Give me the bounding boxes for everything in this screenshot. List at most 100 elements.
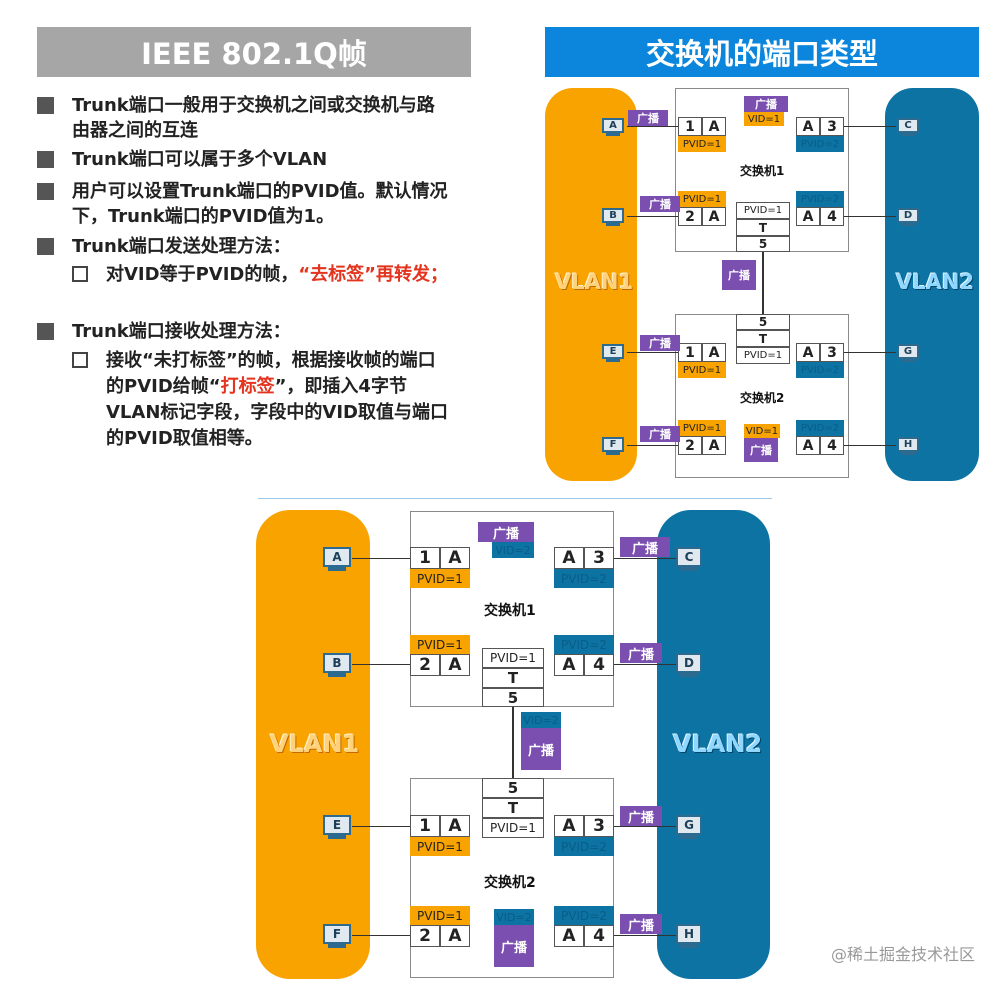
- switch1-label-small: 交换机1: [740, 164, 785, 178]
- port-4a-small: A: [796, 207, 820, 226]
- monitor-stand: [680, 944, 698, 948]
- port-1a: A: [440, 547, 470, 569]
- broadcast-arrow-icon: 广播: [640, 426, 680, 442]
- broadcast-arrow-icon: 广播: [620, 643, 662, 663]
- bullet-text-1b: 由器之间的互连: [72, 120, 198, 141]
- vlan1-label: VLAN1: [270, 730, 360, 758]
- host-h: H: [676, 924, 702, 948]
- host-f: F: [323, 924, 351, 948]
- bullet-square: [37, 97, 54, 114]
- monitor-icon: B: [602, 208, 624, 223]
- pvid-port4: PVID=2: [554, 635, 614, 654]
- monitor-icon: B: [323, 653, 351, 673]
- port-3a-s2: A: [554, 815, 584, 837]
- vlan1-area: [256, 510, 370, 979]
- monitor-icon: A: [602, 118, 624, 133]
- port5-pvid: PVID=1: [482, 648, 544, 668]
- sub-text-send: 对VID等于PVID的帧，“去标签”再转发；: [106, 264, 449, 285]
- bullet-square: [37, 323, 54, 340]
- section-divider: [258, 498, 772, 499]
- host-e: E: [323, 815, 351, 839]
- monitor-stand: [606, 223, 620, 226]
- broadcast-arrow-icon: 广播: [640, 335, 680, 351]
- port-1-small: 1: [678, 117, 702, 136]
- monitor-stand: [328, 567, 346, 571]
- port-1: 1: [410, 547, 440, 569]
- link-e: [352, 826, 410, 827]
- trunk-link-small: [762, 252, 764, 314]
- monitor-stand: [680, 835, 698, 839]
- switch1-label: 交换机1: [484, 603, 536, 619]
- bullet-text-2: Trunk端口可以属于多个VLAN: [72, 149, 328, 170]
- pvid-port4-small: PVID=2: [796, 191, 844, 207]
- vid-tag-small: VID=1: [744, 424, 780, 438]
- broadcast-arrow-icon: 广播: [521, 728, 561, 770]
- host-e-small: E: [602, 344, 624, 362]
- broadcast-arrow-icon: 广播: [640, 196, 680, 212]
- link-h: [614, 935, 676, 936]
- host-b: B: [323, 653, 351, 677]
- pvid-port3-small: PVID=2: [796, 136, 844, 152]
- port-1a-s2-small: A: [702, 343, 726, 362]
- link-c: [614, 558, 676, 559]
- pvid-port3-s2-small: PVID=2: [796, 362, 844, 378]
- port5-pvid-s2-small: PVID=1: [736, 347, 790, 364]
- port-1-s2-small: 1: [678, 343, 702, 362]
- link-a: [352, 558, 410, 559]
- monitor-stand: [606, 133, 620, 136]
- monitor-icon: G: [897, 344, 919, 359]
- broadcast-arrow-icon: 广播: [628, 110, 668, 126]
- vid-tag: VID=2: [521, 712, 561, 728]
- monitor-stand: [328, 673, 346, 677]
- sub-bullet-box: [72, 352, 88, 368]
- pvid-port2: PVID=1: [410, 635, 470, 654]
- link-f: [352, 935, 410, 936]
- host-d-small: D: [897, 208, 919, 226]
- port5-t-s2-small: T: [736, 330, 790, 347]
- monitor-icon: E: [323, 815, 351, 835]
- port-2-small: 2: [678, 207, 702, 226]
- switch2-label: 交换机2: [484, 875, 536, 891]
- host-c-small: C: [897, 118, 919, 136]
- sub-text-recv-4: 的PVID取值相等。: [106, 428, 263, 449]
- broadcast-arrow-icon: 广播: [494, 925, 534, 967]
- monitor-icon: C: [676, 547, 702, 567]
- monitor-stand: [901, 359, 915, 362]
- vlan1-label-small: VLAN1: [555, 270, 634, 294]
- bullet-square: [37, 183, 54, 200]
- bullet-square: [37, 151, 54, 168]
- bullet-text-5: Trunk端口接收处理方法：: [72, 321, 291, 342]
- port5-t-small: T: [736, 219, 790, 236]
- vlan2-area-small: [885, 88, 979, 481]
- link-d: [614, 664, 676, 665]
- vid-tag: VID=2: [492, 542, 534, 558]
- port-2: 2: [410, 654, 440, 676]
- port-3a-s2-small: A: [796, 343, 820, 362]
- port5-pvid-s2: PVID=1: [482, 818, 544, 838]
- port-1-s2: 1: [410, 815, 440, 837]
- monitor-icon: D: [676, 653, 702, 673]
- port5-num-small: 5: [736, 236, 790, 252]
- host-a: A: [323, 547, 351, 571]
- port5-num-s2: 5: [482, 778, 544, 798]
- port-4a: A: [554, 654, 584, 676]
- port5-t: T: [482, 668, 544, 688]
- pvid-port1: PVID=1: [410, 569, 470, 588]
- broadcast-arrow-icon: 广播: [722, 260, 756, 290]
- sub-text-recv-1: 接收“未打标签”的帧，根据接收帧的端口: [106, 350, 436, 371]
- vlan2-label: VLAN2: [673, 730, 763, 758]
- port-3-small: 3: [820, 117, 844, 136]
- pvid-port2-small: PVID=1: [678, 191, 726, 207]
- broadcast-arrow-icon: 广播: [744, 438, 778, 462]
- monitor-icon: E: [602, 344, 624, 359]
- sub-text-recv-2: 的PVID给帧“打标签”，即插入4字节: [106, 376, 407, 397]
- link-c-small: [844, 126, 896, 127]
- port-2-s2: 2: [410, 925, 440, 947]
- host-g: G: [676, 815, 702, 839]
- host-f-small: F: [602, 437, 624, 455]
- monitor-stand: [680, 567, 698, 571]
- port5-t-s2: T: [482, 798, 544, 818]
- port-4: 4: [584, 654, 614, 676]
- host-b-small: B: [602, 208, 624, 226]
- port-4-s2-small: 4: [820, 436, 844, 455]
